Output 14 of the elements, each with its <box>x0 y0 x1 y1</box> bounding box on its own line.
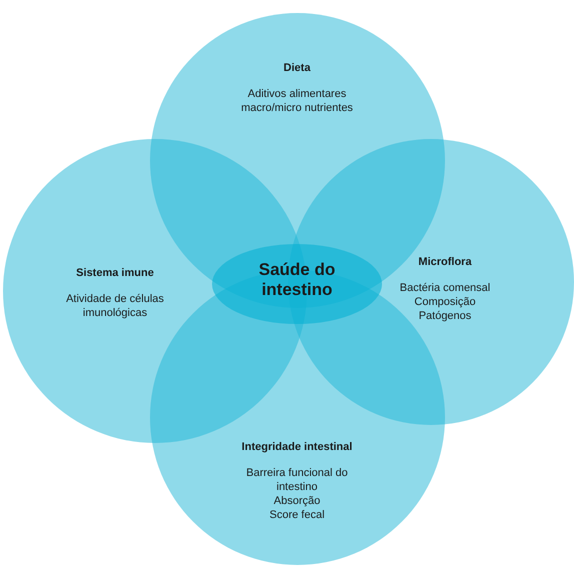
circle-heading: Saúde do intestino <box>258 260 336 300</box>
circle-item: Composição <box>413 295 477 309</box>
circle-item: Aditivos alimentares <box>246 87 348 101</box>
circle-item: Absorção <box>272 494 322 508</box>
circle-item: Bactéria comensal <box>398 281 492 295</box>
circle-item: Score fecal <box>268 508 326 522</box>
circle-heading: Sistema imune <box>75 266 155 280</box>
circle-item: Barreira funcional do intestino <box>245 466 349 494</box>
circle-item: Patógenos <box>418 309 472 323</box>
circle-heading: Dieta <box>282 61 312 75</box>
circle-heading: Integridade intestinal <box>240 440 354 454</box>
circle-item: macro/micro nutrientes <box>240 101 354 115</box>
circle-item: Atividade de células imunológicas <box>65 292 165 320</box>
circle-heading: Microflora <box>417 255 473 269</box>
